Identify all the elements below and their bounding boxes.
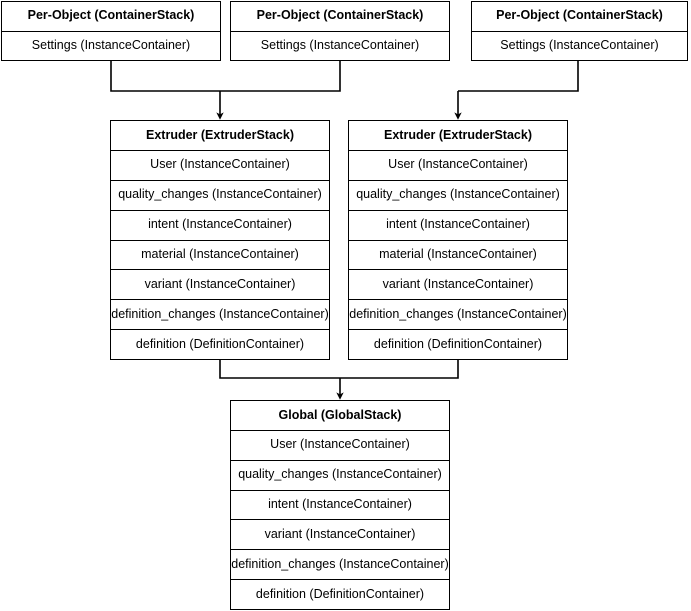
edge-ex1-gl0: [336, 360, 459, 400]
node-header: Extruder (ExtruderStack): [146, 127, 294, 142]
node-header: Per-Object (ContainerStack): [256, 8, 424, 23]
node-header: Global (GlobalStack): [278, 407, 402, 422]
container-row-definition-changes[interactable]: definition_changes (InstanceContainer): [349, 299, 567, 329]
container-row-settings[interactable]: Settings (InstanceContainer): [231, 30, 449, 61]
container-row-settings[interactable]: Settings (InstanceContainer): [472, 30, 687, 61]
container-row-user[interactable]: User (InstanceContainer): [349, 149, 567, 180]
node-extruder-stack-2[interactable]: Extruder (ExtruderStack) User (InstanceC…: [348, 120, 568, 360]
container-row-user[interactable]: User (InstanceContainer): [111, 149, 329, 180]
container-row-definition-changes[interactable]: definition_changes (InstanceContainer): [231, 549, 449, 579]
container-row-intent[interactable]: intent (InstanceContainer): [111, 209, 329, 240]
container-row-variant[interactable]: variant (InstanceContainer): [349, 269, 567, 299]
container-row-definition[interactable]: definition (DefinitionContainer): [111, 329, 329, 359]
container-row-intent[interactable]: intent (InstanceContainer): [349, 209, 567, 240]
container-row-definition[interactable]: definition (DefinitionContainer): [231, 579, 449, 609]
container-row-definition[interactable]: definition (DefinitionContainer): [349, 329, 567, 359]
container-row-user[interactable]: User (InstanceContainer): [231, 429, 449, 460]
node-header: Per-Object (ContainerStack): [27, 8, 195, 23]
node-per-object-stack-3[interactable]: Per-Object (ContainerStack) Settings (In…: [471, 1, 688, 61]
node-header: Per-Object (ContainerStack): [496, 8, 663, 23]
container-row-variant[interactable]: variant (InstanceContainer): [231, 519, 449, 549]
node-extruder-stack-1[interactable]: Extruder (ExtruderStack) User (InstanceC…: [110, 120, 330, 360]
edge-po2-ex1: [454, 60, 579, 120]
node-per-object-stack-1[interactable]: Per-Object (ContainerStack) Settings (In…: [1, 1, 221, 61]
container-row-quality-changes[interactable]: quality_changes (InstanceContainer): [111, 179, 329, 210]
node-header: Extruder (ExtruderStack): [384, 127, 532, 142]
edge-po0-ex0: [110, 60, 220, 92]
container-row-material[interactable]: material (InstanceContainer): [111, 239, 329, 270]
node-global-stack[interactable]: Global (GlobalStack) User (InstanceConta…: [230, 400, 450, 610]
edge-ex0-gl0: [219, 360, 340, 379]
edge-po1-ex0: [216, 60, 341, 120]
container-row-quality-changes[interactable]: quality_changes (InstanceContainer): [231, 459, 449, 490]
container-row-material[interactable]: material (InstanceContainer): [349, 239, 567, 270]
container-row-intent[interactable]: intent (InstanceContainer): [231, 489, 449, 520]
node-per-object-stack-2[interactable]: Per-Object (ContainerStack) Settings (In…: [230, 1, 450, 61]
container-row-quality-changes[interactable]: quality_changes (InstanceContainer): [349, 179, 567, 210]
container-row-settings[interactable]: Settings (InstanceContainer): [2, 30, 220, 61]
container-row-variant[interactable]: variant (InstanceContainer): [111, 269, 329, 299]
container-row-definition-changes[interactable]: definition_changes (InstanceContainer): [111, 299, 329, 329]
